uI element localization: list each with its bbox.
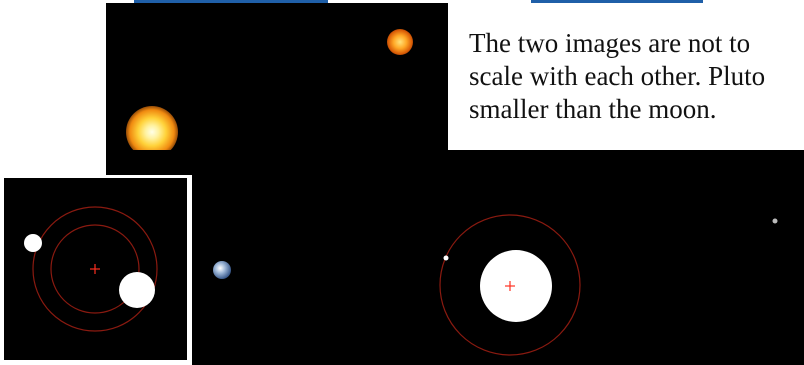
earth-moon-orbit-svg [213, 214, 778, 356]
earth-photo [213, 261, 231, 279]
pluto-disc [119, 272, 155, 308]
pluto-charon-orbit-svg [24, 206, 158, 332]
photo-lower-strip [106, 150, 804, 178]
charon-disc [24, 234, 42, 252]
pluto-charon-photo [106, 3, 448, 178]
tab-underline-right[interactable] [531, 0, 703, 3]
caption-text: The two images are not to scale with eac… [469, 28, 766, 124]
earth-disc [480, 250, 552, 322]
tab-underline-left[interactable] [134, 0, 328, 3]
pluto-orbit [50, 224, 140, 314]
pluto-charon-orbit-diagram [4, 178, 187, 360]
earth-barycenter-orbit [439, 214, 581, 356]
pluto-image [126, 106, 178, 158]
moon-photo-dot [772, 218, 778, 224]
earth-moon-orbit-diagram [192, 178, 804, 365]
charon-image [387, 29, 413, 55]
moon-dot [443, 255, 449, 261]
charon-orbit [32, 206, 158, 332]
